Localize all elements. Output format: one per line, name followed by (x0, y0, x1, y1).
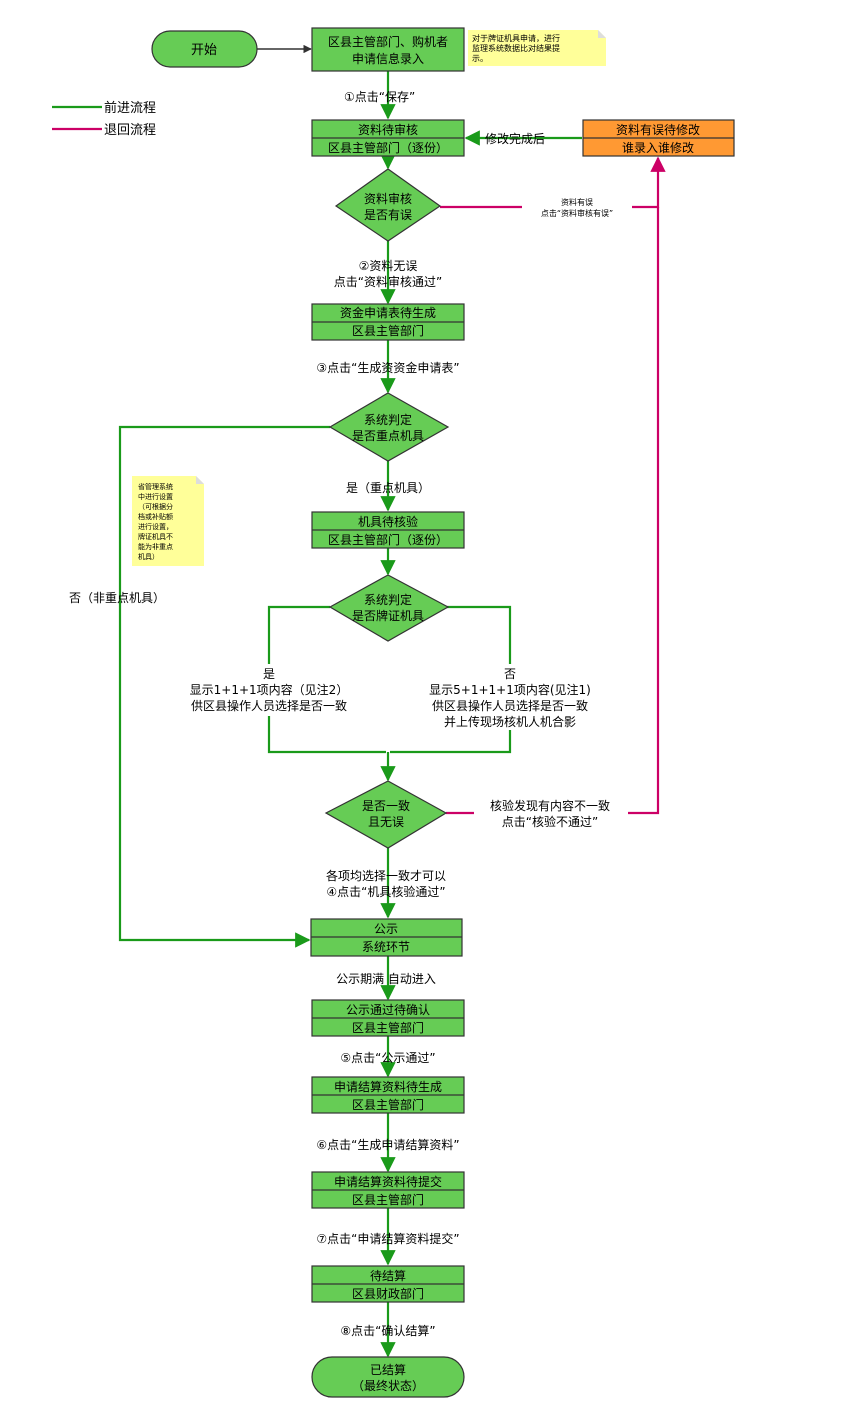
step6-label: ⑥点击“生成申请结算资料” (316, 1137, 459, 1152)
auto-label: 公示期满 自动进入 (336, 972, 436, 986)
start-label: 开始 (191, 43, 217, 58)
plate-decision: 系统判定 是否牌证机具 (328, 574, 450, 642)
fund-line2: 区县主管部门 (352, 323, 424, 338)
error-branch-line2: 点击“资料审核有误” (541, 208, 613, 218)
start-node: 开始 (151, 30, 258, 68)
legend-forward-label: 前进流程 (104, 100, 156, 116)
step7-label: ⑦点击“申请结算资料提交” (316, 1231, 459, 1246)
entry-line1: 区县主管部门、购机者 (328, 34, 448, 49)
pending-settle-box: 待结算 区县财政部门 (311, 1265, 465, 1303)
plate-yes-line3: 供区县操作人员选择是否一致 (191, 698, 347, 713)
left-note-line5: 进行设置， (138, 522, 173, 531)
consistent-decision: 是否一致 且无误 (324, 780, 448, 849)
entry-box: 区县主管部门、购机者 申请信息录入 (311, 27, 465, 72)
key-no-label: 否（非重点机具） (69, 591, 165, 605)
left-note-line1: 省管理系统 (138, 482, 173, 491)
error-fix-box: 资料有误待修改 谁录入谁修改 (582, 119, 735, 157)
left-note-line6: 牌证机具不 (138, 532, 173, 541)
left-note-line3: （可根据分 (138, 502, 173, 511)
review-line1: 资料待审核 (358, 122, 418, 137)
settled-line2: （最终状态） (352, 1378, 424, 1393)
top-note-line1: 对于牌证机具申请，进行 (472, 33, 560, 43)
settled-node: 已结算 （最终状态） (311, 1356, 465, 1398)
review-decision-line1: 资料审核 (364, 191, 412, 206)
machine-check-line1: 机具待核验 (358, 514, 418, 529)
settle-gen-box: 申请结算资料待生成 区县主管部门 (311, 1076, 465, 1114)
settle-submit-line1: 申请结算资料待提交 (334, 1174, 442, 1189)
plate-decision-line2: 是否牌证机具 (352, 609, 424, 623)
plate-yes-bg (170, 664, 366, 716)
review-decision-line2: 是否有误 (364, 208, 412, 222)
settled-line1: 已结算 (370, 1362, 406, 1377)
settle-submit-box: 申请结算资料待提交 区县主管部门 (311, 1171, 465, 1209)
key-yes-label: 是（重点机具） (346, 481, 430, 495)
publicity-line2: 系统环节 (362, 940, 410, 954)
key-decision-line2: 是否重点机具 (352, 429, 424, 443)
plate-yes-line2: 显示1+1+1项内容（见注2） (190, 682, 349, 697)
consistent-line1: 是否一致 (362, 799, 410, 813)
machine-check-line2: 区县主管部门（逐份） (328, 532, 448, 547)
step5-label: ⑤点击“公示通过” (340, 1051, 435, 1065)
settle-gen-line2: 区县主管部门 (352, 1097, 424, 1112)
step4-line1: 各项均选择一致才可以 (326, 868, 446, 883)
publicity-confirm-line1: 公示通过待确认 (346, 1003, 430, 1017)
inconsistent-line1: 核验发现有内容不一致 (490, 798, 610, 813)
step2-line1: ②资料无误 (359, 259, 418, 273)
plate-no-line4: 并上传现场核机人机合影 (444, 714, 576, 729)
error-fix-line2: 谁录入谁修改 (622, 140, 694, 155)
left-note-line4: 档或补贴额 (138, 512, 173, 521)
error-label-bg (522, 197, 632, 221)
plate-decision-line1: 系统判定 (364, 592, 412, 607)
step3-label: ③点击“生成资资金申请表” (316, 360, 459, 375)
consistent-line2: 且无误 (368, 815, 404, 829)
pending-settle-line2: 区县财政部门 (352, 1286, 424, 1301)
left-note-line8: 机具） (138, 552, 159, 561)
review-decision: 资料审核 是否有误 (334, 168, 442, 242)
plate-yes-line1: 是 (263, 667, 275, 681)
step4-line2: ④点击“机具核验通过” (326, 884, 445, 899)
error-fix-line1: 资料有误待修改 (616, 122, 700, 137)
left-note-line2: 中进行设置 (138, 492, 173, 501)
plate-no-line3: 供区县操作人员选择是否一致 (432, 698, 588, 713)
left-note-line7: 能为非重点 (138, 542, 173, 551)
key-decision-line1: 系统判定 (364, 412, 412, 427)
fix-done-label: 修改完成后 (485, 131, 545, 146)
settle-submit-line2: 区县主管部门 (352, 1192, 424, 1207)
plate-no-line1: 否 (504, 667, 516, 681)
key-decision: 系统判定 是否重点机具 (328, 392, 450, 462)
review-box: 资料待审核 区县主管部门（逐份） (311, 119, 465, 157)
error-branch-line1: 资料有误 (561, 197, 593, 207)
inconsistent-bg (474, 798, 628, 832)
publicity-confirm-box: 公示通过待确认 区县主管部门 (311, 999, 465, 1037)
entry-line2: 申请信息录入 (352, 51, 424, 66)
legend-back-label: 退回流程 (104, 123, 156, 138)
publicity-box: 公示 系统环节 (310, 918, 463, 957)
step1-label: ①点击“保存” (344, 90, 415, 104)
step2-line2: 点击“资料审核通过” (334, 274, 442, 289)
settle-gen-line1: 申请结算资料待生成 (334, 1079, 442, 1094)
review-line2: 区县主管部门（逐份） (328, 140, 448, 155)
arrow-key-no-publicity (118, 425, 330, 948)
fund-table-box: 资金申请表待生成 区县主管部门 (311, 303, 465, 341)
top-note-line2: 监理系统数据比对结果提 (472, 43, 560, 53)
top-note-line3: 示。 (472, 54, 488, 63)
left-note: 省管理系统 中进行设置 （可根据分 档或补贴额 进行设置， 牌证机具不 能为非重… (132, 476, 204, 566)
inconsistent-line2: 点击“核验不通过” (502, 814, 598, 829)
plate-no-line2: 显示5+1+1+1项内容(见注1) (429, 682, 591, 697)
machine-check-box: 机具待核验 区县主管部门（逐份） (311, 511, 465, 549)
pending-settle-line1: 待结算 (370, 1268, 406, 1283)
plate-no-bg (410, 664, 612, 730)
publicity-confirm-line2: 区县主管部门 (352, 1020, 424, 1035)
publicity-line1: 公示 (374, 922, 398, 936)
top-note: 对于牌证机具申请，进行 监理系统数据比对结果提 示。 (468, 30, 606, 66)
legend: 前进流程 退回流程 (52, 100, 156, 138)
step8-label: ⑧点击“确认结算” (340, 1323, 435, 1338)
fund-line1: 资金申请表待生成 (340, 305, 436, 320)
